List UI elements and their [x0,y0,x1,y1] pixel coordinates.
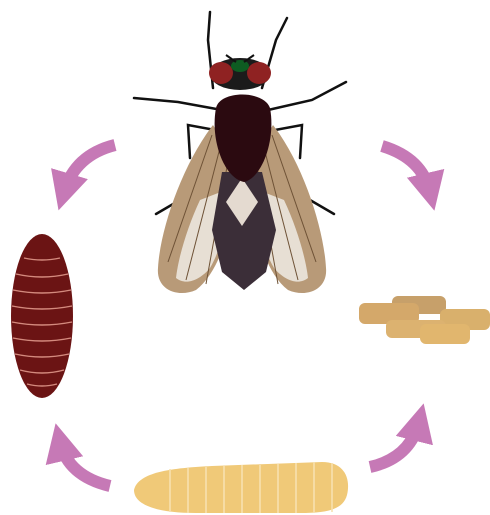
arrow-eggs-to-larva [370,422,419,467]
fly-left-eye [209,62,233,84]
arrow-pupa-to-adult [64,145,115,192]
egg-cluster-icon [359,296,490,344]
arrow-adult-to-eggs [382,146,430,192]
pupa-icon [11,234,73,398]
arrow-larva-to-pupa [60,442,110,486]
maggot-icon [134,462,348,513]
fly-right-eye [247,62,271,84]
housefly-icon [134,12,346,293]
